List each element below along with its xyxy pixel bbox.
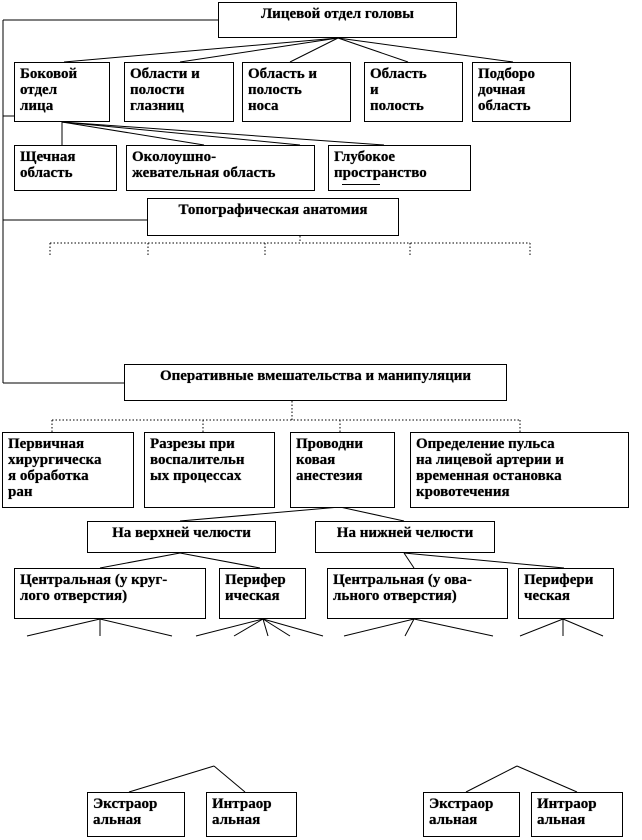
upper-peripheral-fan-line (262, 618, 324, 637)
node-upper-central: Центральная (у круг- лого отверстия) (14, 568, 206, 619)
lower-central-fan-line (404, 618, 415, 637)
node-pulse-bleeding: Определение пульса на лицевой артерии и … (410, 432, 629, 508)
node-lower-jaw: На нижней челюсти (315, 521, 495, 553)
lower-peripheral-fan-line (519, 618, 564, 637)
node-parotid-masseter: Околоушно- жевательная область (126, 145, 315, 191)
node-lateral-face: Боковой отдел лица (14, 62, 110, 122)
root-fan-line (63, 37, 339, 63)
node-upper-jaw: На верхней челюсти (87, 521, 276, 553)
node-primary-treatment: Первичная хирургическа я обработка ран (2, 432, 134, 508)
node-orbits: Области и полости глазниц (124, 62, 234, 122)
node-mouth: Область и полость (364, 62, 463, 122)
upper-jaw-fan-line (99, 552, 181, 569)
root-fan-line (179, 37, 339, 63)
node-facial-head: Лицевой отдел головы (218, 2, 457, 38)
node-deep-space: Глубокое пространство (328, 145, 471, 191)
upper-jaw-fan-line (179, 552, 261, 569)
lateral-fan-line (61, 121, 205, 146)
lateral-fan-line (61, 121, 301, 146)
conduction-to-lower-line (339, 506, 405, 522)
node-nose: Область и полость носа (242, 62, 351, 122)
lower-jaw-fan-line (403, 552, 415, 569)
node-intraoral-lower: Интраор альная (531, 792, 623, 837)
lower-central-fan-line (343, 618, 415, 637)
node-upper-peripheral: Перифер ическая (219, 568, 306, 619)
node-incisions: Разрезы при воспалительн ых процессах (144, 432, 275, 508)
upper-peripheral-fan-line (195, 618, 264, 637)
lateral-fan-line (61, 121, 385, 146)
node-operations: Оперативные вмешательства и манипуляции (124, 364, 507, 401)
upper-peripheral-fan-line (233, 618, 264, 637)
root-fan-line (337, 37, 409, 63)
node-lower-central: Центральная (у ова- льного отверстия) (327, 568, 508, 619)
root-fan-line (289, 37, 339, 63)
lower-jaw-fan-line (403, 552, 565, 569)
lower-peripheral-fan-line (562, 618, 604, 637)
lower-central-fan-line (413, 618, 494, 637)
node-intraoral-upper: Интраор альная (206, 792, 297, 837)
deep-space-underline (342, 184, 380, 185)
upper-central-fan-line (26, 618, 101, 637)
upper-peripheral-fan-line (262, 618, 269, 637)
upper-central-fan-line (99, 618, 173, 637)
root-fan-line (337, 37, 514, 63)
node-extraoral-lower: Экстраор альная (423, 792, 520, 837)
approach-fork-line (128, 765, 215, 793)
node-topographic-anatomy: Топографическая анатомия (147, 198, 399, 236)
upper-peripheral-fan-line (262, 618, 291, 637)
node-extraoral-upper: Экстраор альная (87, 792, 185, 837)
approach-fork-line (516, 765, 578, 793)
node-lower-peripheral: Перифери ческая (518, 568, 614, 619)
conduction-to-upper-line (179, 506, 341, 522)
approach-fork-line (465, 765, 518, 793)
node-conduction-anesthesia: Проводни ковая анестезия (290, 432, 395, 508)
node-buccal: Щечная область (14, 145, 117, 191)
approach-fork-line (213, 765, 246, 793)
node-chin: Подборо дочная область (472, 62, 571, 122)
